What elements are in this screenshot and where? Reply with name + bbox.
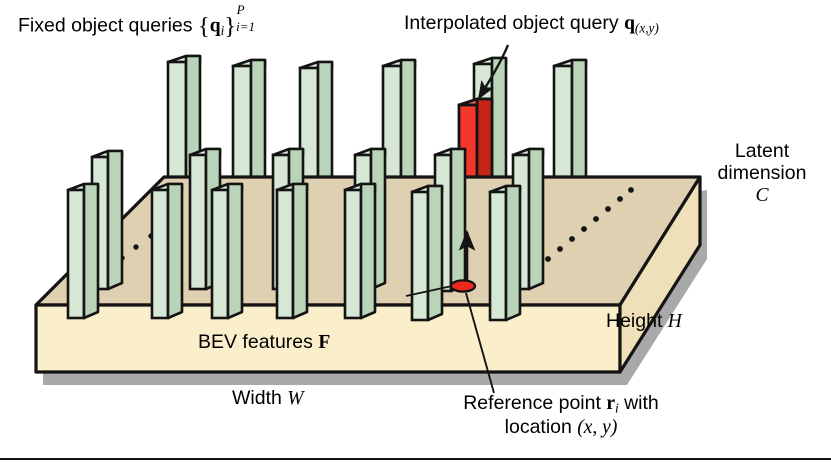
set-superscript: P xyxy=(236,1,245,17)
reference-point-text-2: with xyxy=(618,392,659,414)
query-column xyxy=(275,182,309,320)
label-height: Height H xyxy=(606,310,682,333)
query-column xyxy=(210,182,244,320)
reference-point-text-1: Reference point xyxy=(463,392,607,414)
bottom-divider xyxy=(0,458,831,460)
query-column xyxy=(150,182,184,320)
ellipsis-right xyxy=(545,187,634,262)
label-interpolated-object-query: Interpolated object query q(x,y) xyxy=(404,12,659,36)
symbol-F: F xyxy=(318,332,331,353)
label-reference-point: Reference point ri with location (x, y) xyxy=(396,392,726,439)
symbol-r-subscript: i xyxy=(614,400,619,416)
label-bev-features: BEV features F xyxy=(198,331,330,354)
latent-line-1: Latent xyxy=(734,140,790,162)
label-width: Width W xyxy=(232,387,304,410)
column-group-front xyxy=(66,182,522,322)
set-brace-close: } xyxy=(224,12,237,40)
bev-features-text: BEV features xyxy=(198,331,319,353)
symbol-W: W xyxy=(287,388,304,409)
height-text: Height xyxy=(606,310,668,332)
symbol-H: H xyxy=(667,311,682,332)
reference-point-leaders xyxy=(405,285,495,394)
reference-point-marker xyxy=(449,279,477,293)
symbol-q-interpolated-subscript: (x,y) xyxy=(634,20,659,36)
symbol-q-interpolated: q xyxy=(624,13,635,34)
symbol-location-xy: (x, y) xyxy=(577,416,618,438)
label-interpolated-query-text: Interpolated object query xyxy=(404,12,625,34)
set-brace-open: { xyxy=(197,12,210,40)
symbol-C: C xyxy=(755,185,769,207)
query-column xyxy=(343,182,377,320)
label-fixed-queries-text: Fixed object queries xyxy=(18,14,198,37)
arrow-label-to-column xyxy=(478,44,510,100)
symbol-q-subscript: i xyxy=(220,23,225,39)
label-latent-dimension: Latent dimension C xyxy=(703,140,821,208)
query-column xyxy=(410,184,444,322)
symbol-r: r xyxy=(606,393,615,414)
latent-line-2: dimension xyxy=(717,162,807,185)
query-column xyxy=(488,184,522,322)
width-text: Width xyxy=(232,387,288,409)
query-column xyxy=(66,182,100,320)
set-subscript: i=1 xyxy=(236,19,256,35)
reference-point-text-3: location xyxy=(504,415,578,438)
symbol-q: q xyxy=(209,15,221,37)
